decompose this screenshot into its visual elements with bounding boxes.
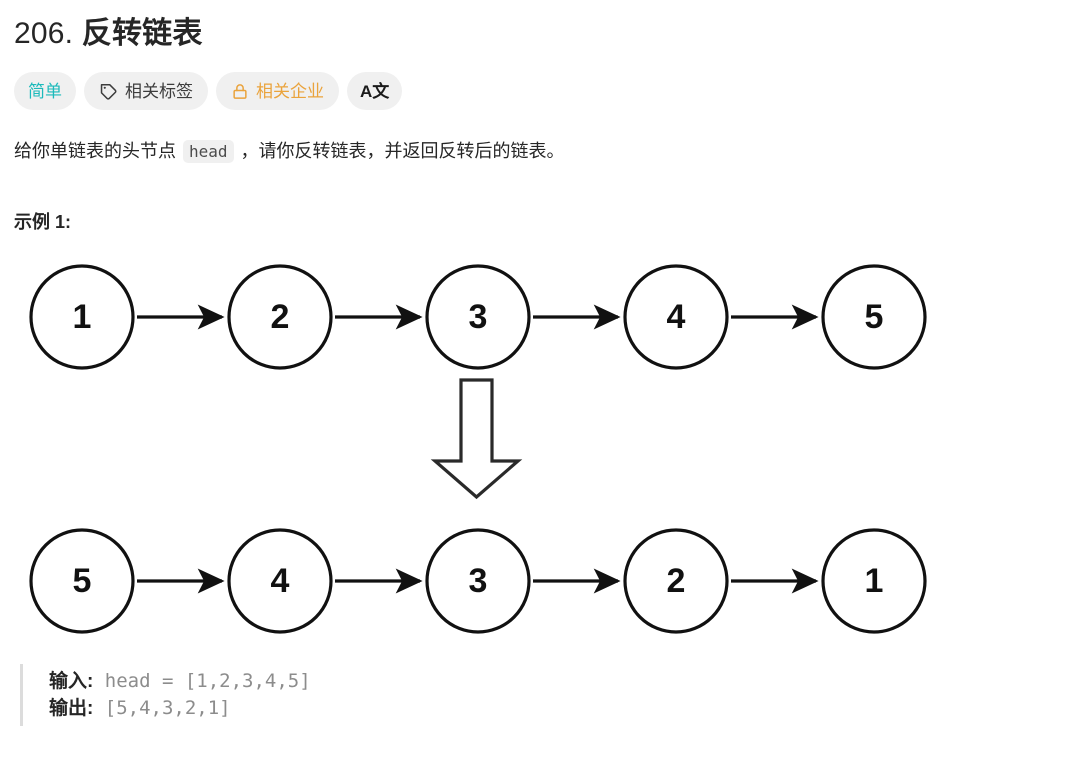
related-topics-badge[interactable]: 相关标签 — [84, 72, 208, 110]
inline-code-head: head — [183, 140, 234, 163]
example-heading: 示例 1: — [14, 212, 72, 232]
node-bottom-3: 2 — [623, 528, 729, 634]
input-label: 输入: — [49, 671, 94, 692]
difficulty-label: 简单 — [28, 81, 62, 101]
node-top-3: 4 — [623, 264, 729, 370]
linked-list-diagram: 1 2 3 4 5 — [15, 249, 1078, 654]
related-companies-badge[interactable]: 相关企业 — [216, 72, 339, 110]
node-bottom-4: 1 — [821, 528, 927, 634]
problem-title: 反转链表 — [81, 17, 203, 50]
problem-page: 206. 反转链表 简单 相关标签 相关企业 — [14, 0, 1078, 726]
node-top-1: 2 — [227, 264, 333, 370]
node-bottom-2: 3 — [425, 528, 531, 634]
node-top-4: 5 — [821, 264, 927, 370]
node-bottom-4-label: 1 — [865, 562, 884, 600]
node-top-3-label: 4 — [667, 298, 686, 336]
badge-row: 简单 相关标签 相关企业 A文 — [14, 72, 1078, 110]
node-top-1-label: 2 — [271, 298, 290, 336]
node-top-0: 1 — [29, 264, 135, 370]
node-bottom-2-label: 3 — [469, 562, 488, 600]
node-bottom-1-label: 4 — [271, 562, 290, 600]
problem-description: 给你单链表的头节点 head ，请你反转链表，并返回反转后的链表。 — [14, 110, 1078, 167]
page-title: 206. 反转链表 — [14, 0, 1078, 56]
related-topics-label: 相关标签 — [125, 81, 193, 101]
down-arrow-icon — [430, 378, 523, 500]
linked-list-svg: 1 2 3 4 5 — [29, 264, 927, 634]
translate-icon: A文 — [360, 81, 390, 101]
related-companies-label: 相关企业 — [256, 81, 324, 101]
description-part-2: ，请你反转链表，并返回反转后的链表。 — [235, 141, 565, 161]
example-input-line: 输入: head = [1,2,3,4,5] — [49, 668, 1078, 695]
node-bottom-3-label: 2 — [667, 562, 686, 600]
node-bottom-1: 4 — [227, 528, 333, 634]
node-bottom-0-label: 5 — [73, 562, 92, 600]
problem-number: 206. — [14, 17, 74, 50]
example-code-block: 输入: head = [1,2,3,4,5] 输出: [5,4,3,2,1] — [20, 664, 1078, 726]
input-value: head = [1,2,3,4,5] — [104, 670, 311, 692]
example-output-line: 输出: [5,4,3,2,1] — [49, 695, 1078, 722]
output-value: [5,4,3,2,1] — [104, 697, 231, 719]
node-top-2-label: 3 — [469, 298, 488, 336]
node-top-4-label: 5 — [865, 298, 884, 336]
top-row-group: 1 2 3 4 5 — [29, 264, 927, 370]
difficulty-badge[interactable]: 简单 — [14, 72, 76, 110]
language-toggle-badge[interactable]: A文 — [347, 72, 403, 110]
bottom-row-group: 5 4 3 2 1 — [29, 528, 927, 634]
node-top-0-label: 1 — [73, 298, 92, 336]
lock-icon — [231, 82, 249, 101]
node-top-2: 3 — [425, 264, 531, 370]
node-bottom-0: 5 — [29, 528, 135, 634]
output-label: 输出: — [49, 698, 94, 719]
description-part-1: 给你单链表的头节点 — [14, 141, 182, 161]
tag-icon — [99, 82, 118, 101]
